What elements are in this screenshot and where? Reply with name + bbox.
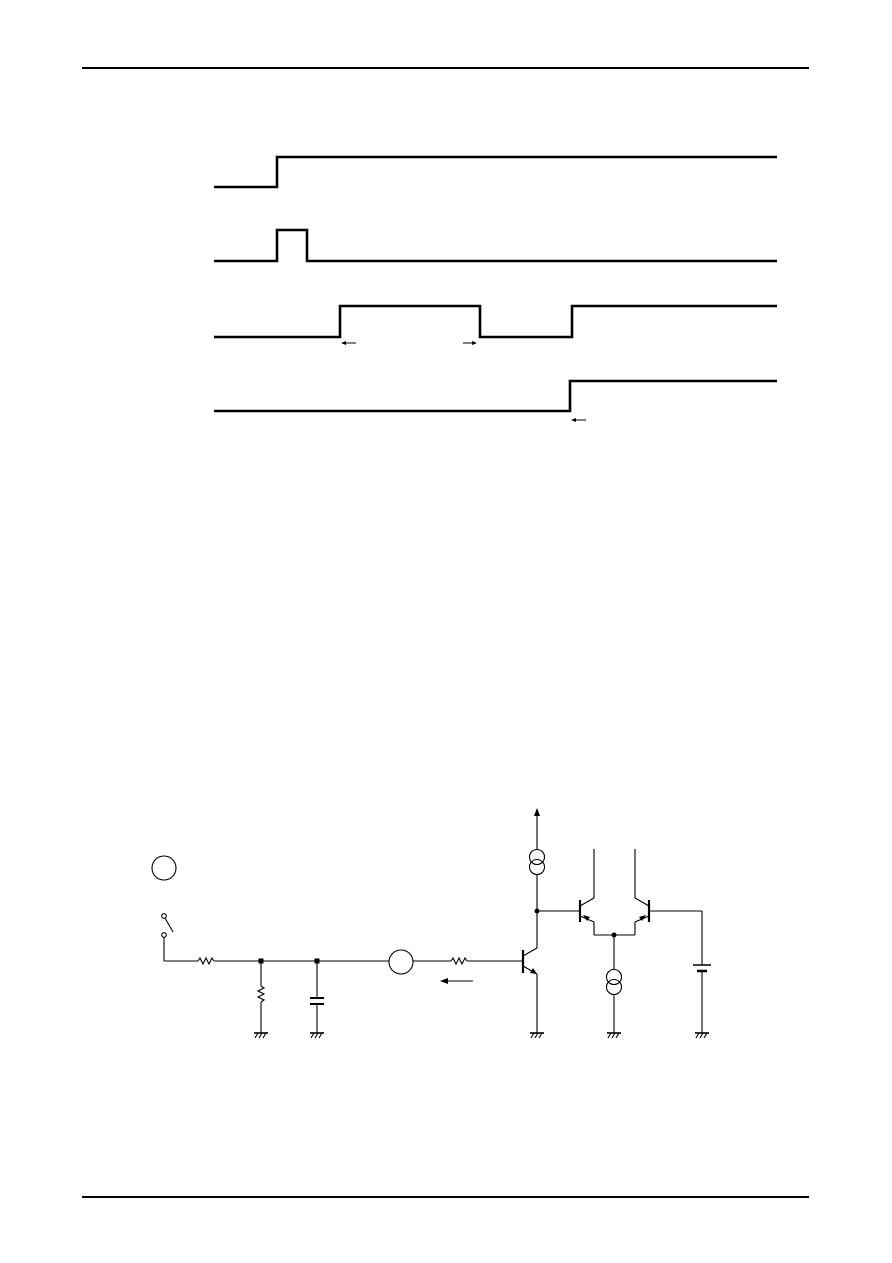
switch-symbol — [161, 913, 174, 938]
junction-dots — [258, 908, 617, 964]
waveform-3-pulse-step — [214, 304, 777, 339]
waveform-2-pulse — [214, 228, 777, 263]
junction-dot — [258, 958, 264, 964]
ground-symbol — [607, 1032, 621, 1039]
waveform-4-late-step — [214, 379, 777, 413]
ground-symbol — [254, 1032, 268, 1039]
resistor-series-2 — [450, 956, 468, 966]
current-source-tail — [605, 968, 623, 996]
timing-diagram — [214, 155, 777, 413]
timing-arrow-left-1 — [341, 341, 356, 345]
npn-transistor — [521, 947, 538, 975]
footer-rule — [82, 1196, 809, 1198]
timing-arrow-right-1 — [463, 341, 477, 345]
source-circle-middle — [388, 949, 414, 975]
timing-arrow-left-2 — [571, 418, 586, 422]
ground-symbol — [310, 1032, 324, 1039]
pnp-transistor-left — [578, 897, 595, 923]
supply-arrow — [534, 808, 540, 816]
ground-symbol — [530, 1032, 544, 1039]
grounds — [254, 1032, 709, 1039]
waveform-1-step — [214, 155, 777, 189]
current-source-top — [528, 848, 546, 876]
ground-symbol — [695, 1032, 709, 1039]
header-rule — [82, 67, 809, 69]
timing-arrows — [341, 341, 586, 422]
junction-dot — [534, 908, 540, 914]
source-circle-left — [151, 855, 177, 881]
junction-dot — [314, 958, 320, 964]
resistor-series-1 — [197, 956, 215, 966]
pnp-transistor-right — [634, 897, 651, 923]
junction-dot — [611, 932, 617, 938]
circuit-diagram — [151, 808, 711, 1033]
resistor-shunt — [256, 985, 266, 1003]
current-arrow-head — [440, 978, 448, 984]
